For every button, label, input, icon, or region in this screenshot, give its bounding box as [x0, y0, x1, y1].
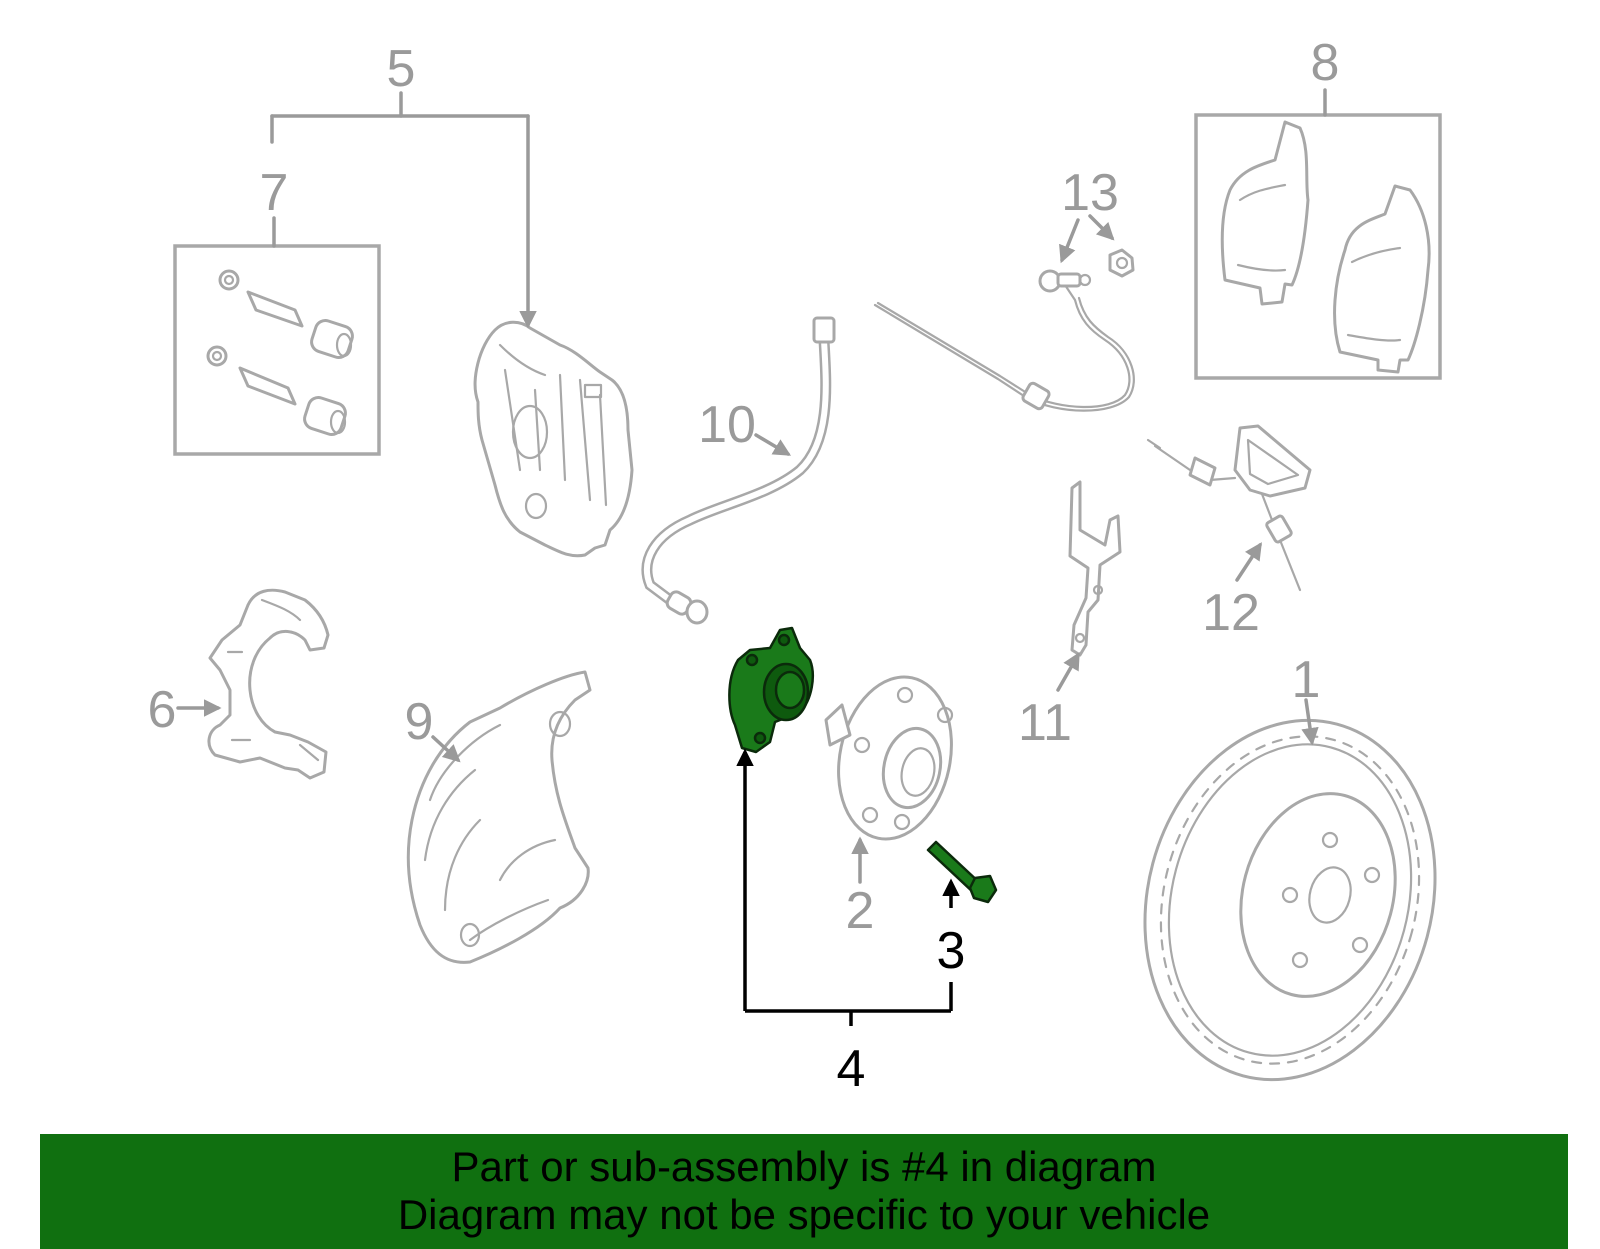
- callout-3: 3: [937, 922, 966, 980]
- part-7-guide-pin-kit: [173, 244, 381, 456]
- part-5-caliper: [473, 320, 634, 558]
- info-banner: Part or sub-assembly is #4 in diagram Di…: [40, 1134, 1568, 1249]
- part-9-dust-shield: [406, 670, 592, 964]
- part-11-sensor-bracket: [1068, 480, 1122, 657]
- leader-lines-highlight: [736, 748, 960, 1026]
- part-8-brake-pads: [1194, 113, 1442, 380]
- callout-7: 7: [260, 164, 289, 222]
- callout-12: 12: [1202, 584, 1260, 642]
- pin-kit-lower: [206, 345, 347, 436]
- callout-11: 11: [1018, 694, 1072, 752]
- callout-1: 1: [1292, 651, 1321, 709]
- part-1-brake-rotor: [1143, 718, 1437, 1082]
- part-10-brake-hose: [641, 316, 836, 625]
- part-12-speed-sensor: [1146, 424, 1312, 592]
- callout-13: 13: [1061, 164, 1119, 222]
- callout-6: 6: [148, 681, 177, 739]
- callout-10: 10: [698, 396, 756, 454]
- leader-lines: [176, 88, 1327, 884]
- banner-line-1: Part or sub-assembly is #4 in diagram: [451, 1143, 1157, 1190]
- callout-8: 8: [1311, 34, 1340, 92]
- callout-2: 2: [846, 882, 875, 940]
- callout-4: 4: [837, 1040, 866, 1098]
- pin-kit-upper: [218, 269, 354, 359]
- callout-5: 5: [387, 40, 416, 98]
- part-6-caliper-bracket: [207, 588, 330, 780]
- banner-line-2: Diagram may not be specific to your vehi…: [397, 1191, 1211, 1238]
- part-13-wear-sensor-wire: [873, 248, 1135, 412]
- callout-labels: 1 2 3 4 5 6 7 8 9 10 11 12 13: [148, 34, 1340, 1098]
- part-3-hub-bolt: [926, 840, 998, 904]
- part-2-wheel-hub: [824, 675, 954, 841]
- part-4-hub-bearing-assembly: [728, 626, 814, 754]
- callout-9: 9: [405, 693, 434, 751]
